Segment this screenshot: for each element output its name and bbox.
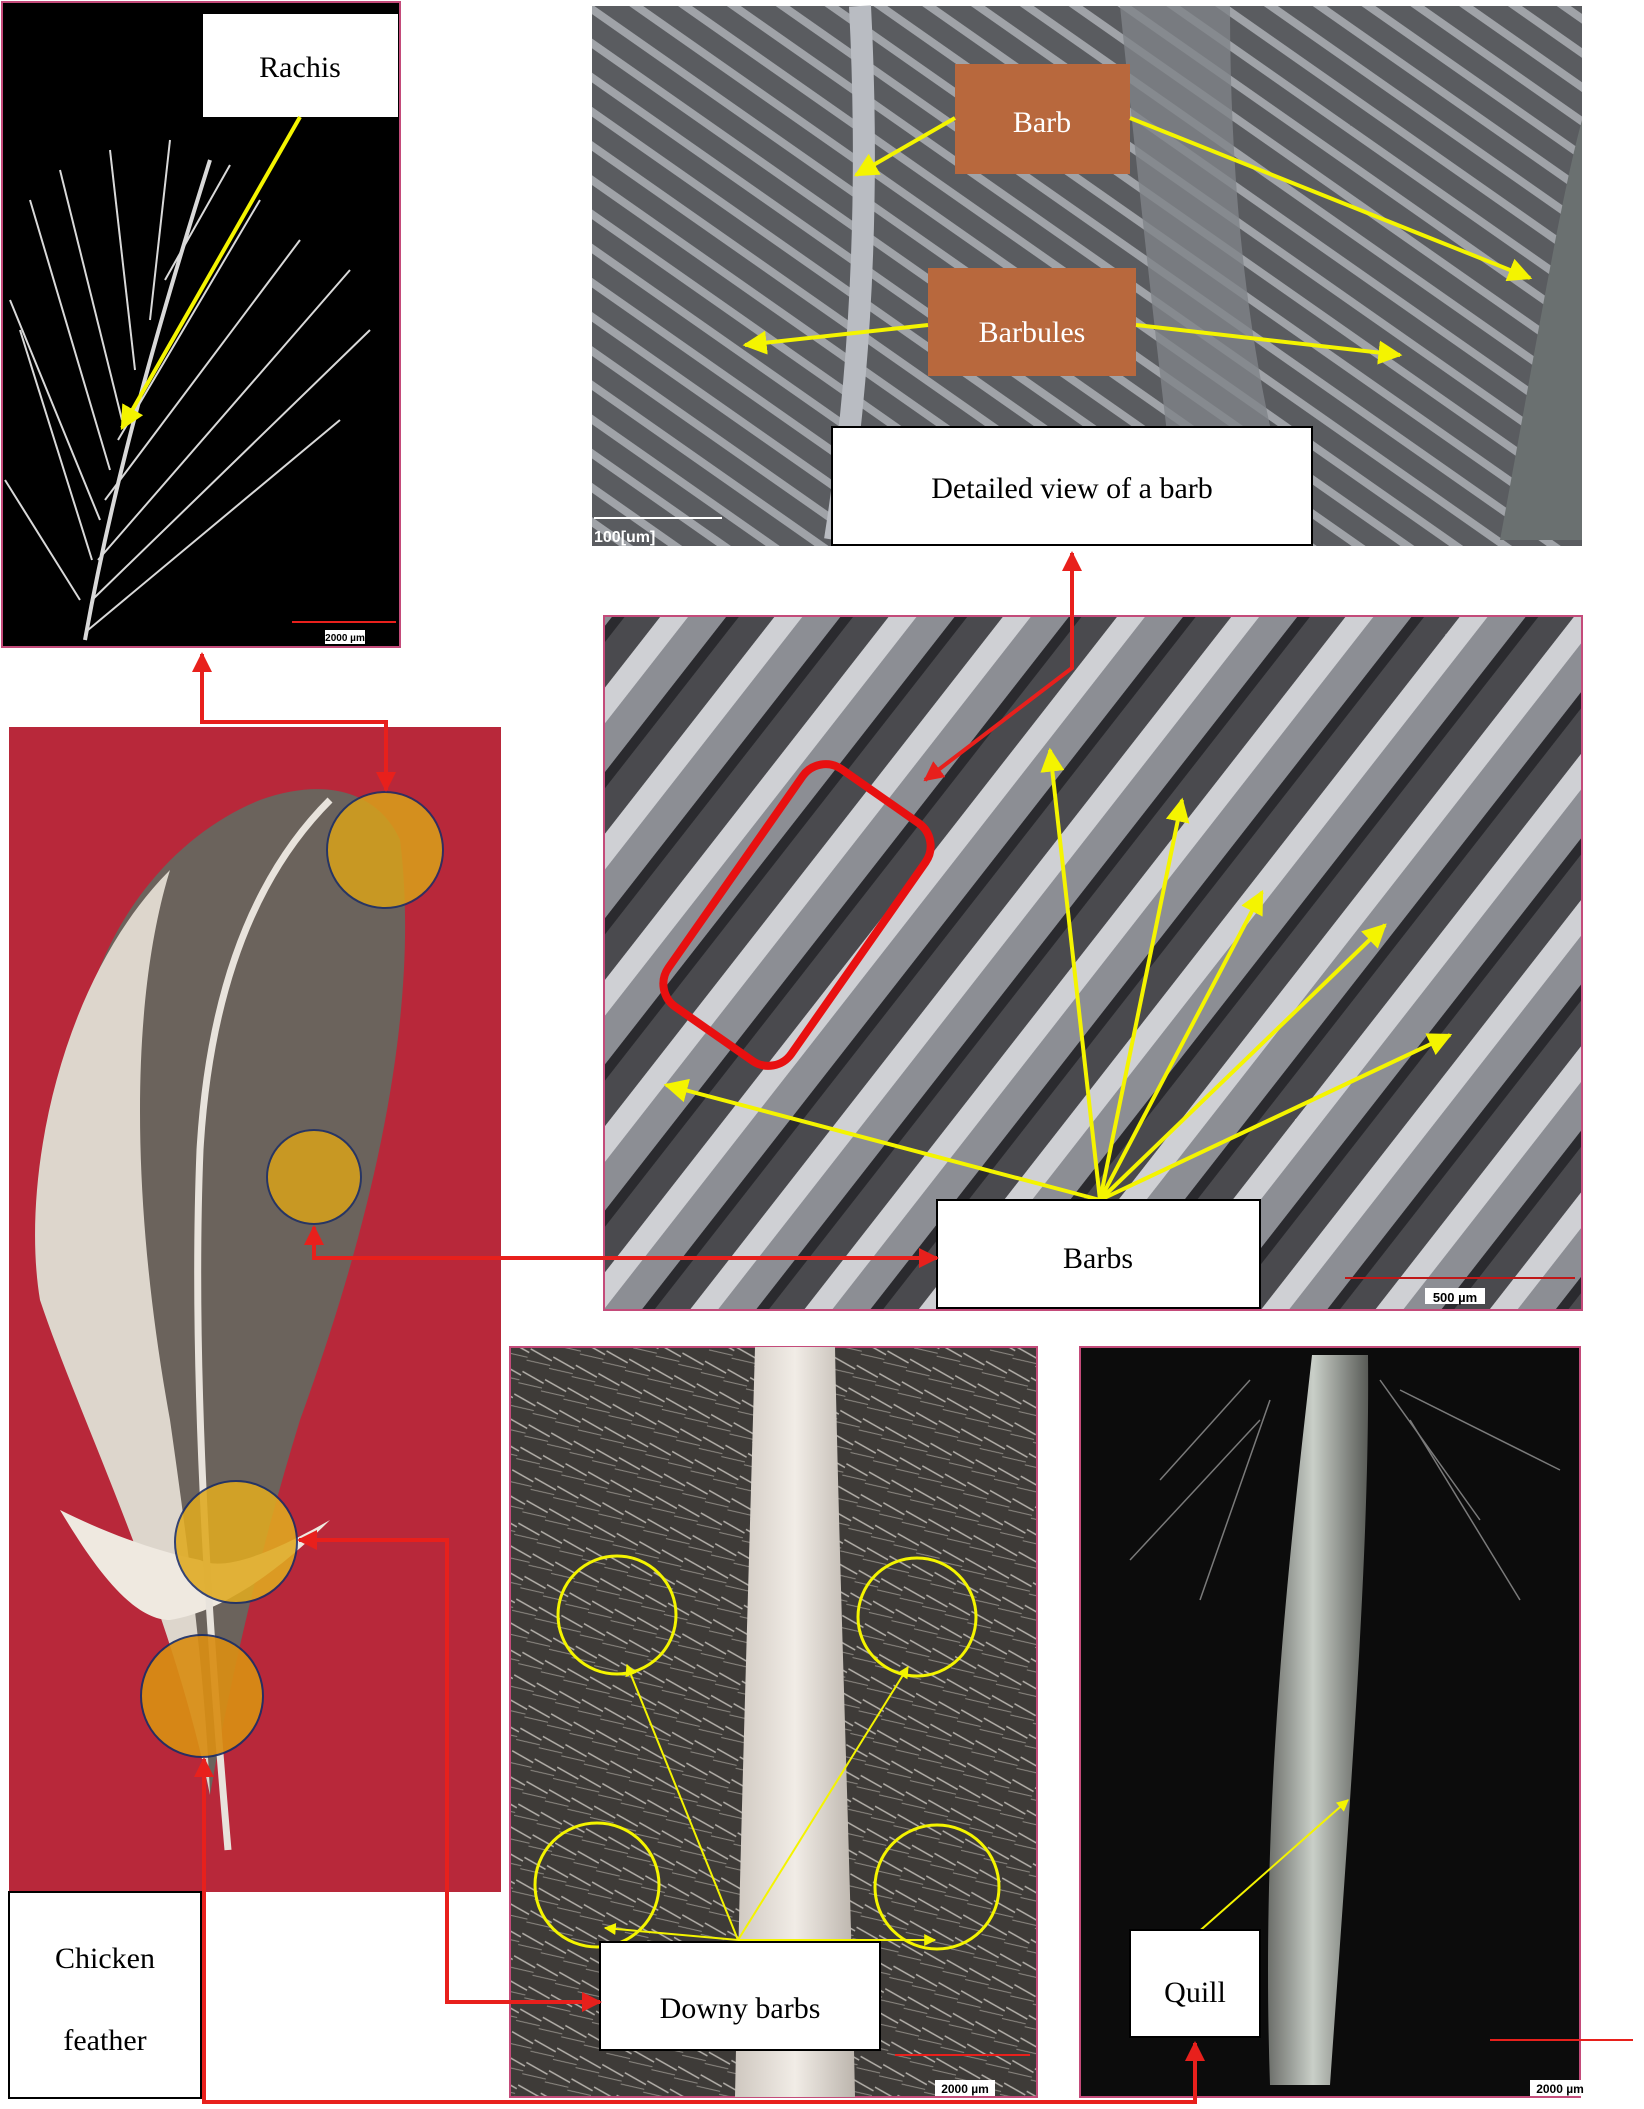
highlight-barbs-region <box>266 1129 362 1225</box>
barbs-scale-label-bg <box>1425 1288 1485 1304</box>
quill-scale-label-bg <box>1530 2080 1590 2096</box>
rachis-feather-graphic <box>4 139 371 641</box>
quill-pointer-arrow <box>1194 1799 1349 1936</box>
highlight-downy-region <box>174 1480 298 1604</box>
downy-circle-top-right <box>856 1556 978 1678</box>
highlight-rachis-region <box>326 791 444 909</box>
rachis-scale-label: 2000 µm <box>325 633 365 644</box>
barb-label: Barb <box>1013 106 1071 139</box>
connector-rachis <box>192 652 396 792</box>
rachis-pointer-arrow <box>120 116 302 431</box>
barbs-label-box <box>936 1199 1261 1309</box>
barbs-pointer-arrows <box>663 747 1453 1202</box>
connector-detailed-view <box>923 551 1082 782</box>
downy-scale-label: 2000 µm <box>941 2082 989 2096</box>
quill-label: Quill <box>1164 1976 1226 2009</box>
quill-shaft <box>1268 1355 1369 2085</box>
sem-right-shaft <box>1500 120 1582 540</box>
downy-scale-label-bg <box>935 2080 995 2096</box>
downy-barbs-label: Downy barbs <box>660 1992 821 2025</box>
sem-detail-panel: Barb Barbules Detailed view of a barb 10… <box>592 5 1582 546</box>
chicken-label-line2: feather <box>63 2024 146 2057</box>
chicken-feather-label-box <box>8 1891 202 2099</box>
barbules-label: Barbules <box>979 316 1086 349</box>
sem-center-region <box>1120 6 1300 540</box>
connector-quill <box>194 1757 1205 2104</box>
sem-scale-label: 100[um] <box>594 529 655 546</box>
barbules-arrow-left <box>742 323 929 355</box>
barbs-image <box>603 615 1583 1311</box>
connector-barbs <box>304 1225 939 1268</box>
rachis-label-box <box>203 14 398 117</box>
rachis-label: Rachis <box>259 51 341 84</box>
quill-panel: Quill 2000 µm <box>1079 1346 1633 2098</box>
chicken-label-line1: Chicken <box>55 1942 155 1975</box>
quill-fibers <box>1129 1379 1561 1601</box>
detailed-view-label-box <box>831 426 1313 546</box>
barb-arrow-right <box>1129 116 1533 282</box>
barbules-label-patch <box>928 268 1136 376</box>
chicken-feather-panel: Chicken feather <box>8 727 501 2099</box>
quill-scale-label: 2000 µm <box>1536 2082 1584 2096</box>
barbules-arrow-right <box>1135 323 1403 365</box>
barbs-label: Barbs <box>1063 1242 1133 1275</box>
rachis-panel: Rachis 2000 µm <box>1 1 401 648</box>
barb-arrow-left <box>853 116 956 177</box>
barbs-scale-label: 500 µm <box>1433 1290 1477 1305</box>
highlight-quill-region <box>140 1634 264 1758</box>
barb-selection-box <box>659 760 935 1070</box>
connector-lines <box>192 551 1205 2104</box>
detailed-view-label: Detailed view of a barb <box>931 472 1213 505</box>
barb-label-patch <box>955 64 1130 174</box>
rachis-scale-label-bg <box>325 630 365 644</box>
downy-barbs-panel: Downy barbs 2000 µm <box>509 1346 1038 2098</box>
barbs-panel: Barbs 500 µm <box>603 615 1583 1311</box>
